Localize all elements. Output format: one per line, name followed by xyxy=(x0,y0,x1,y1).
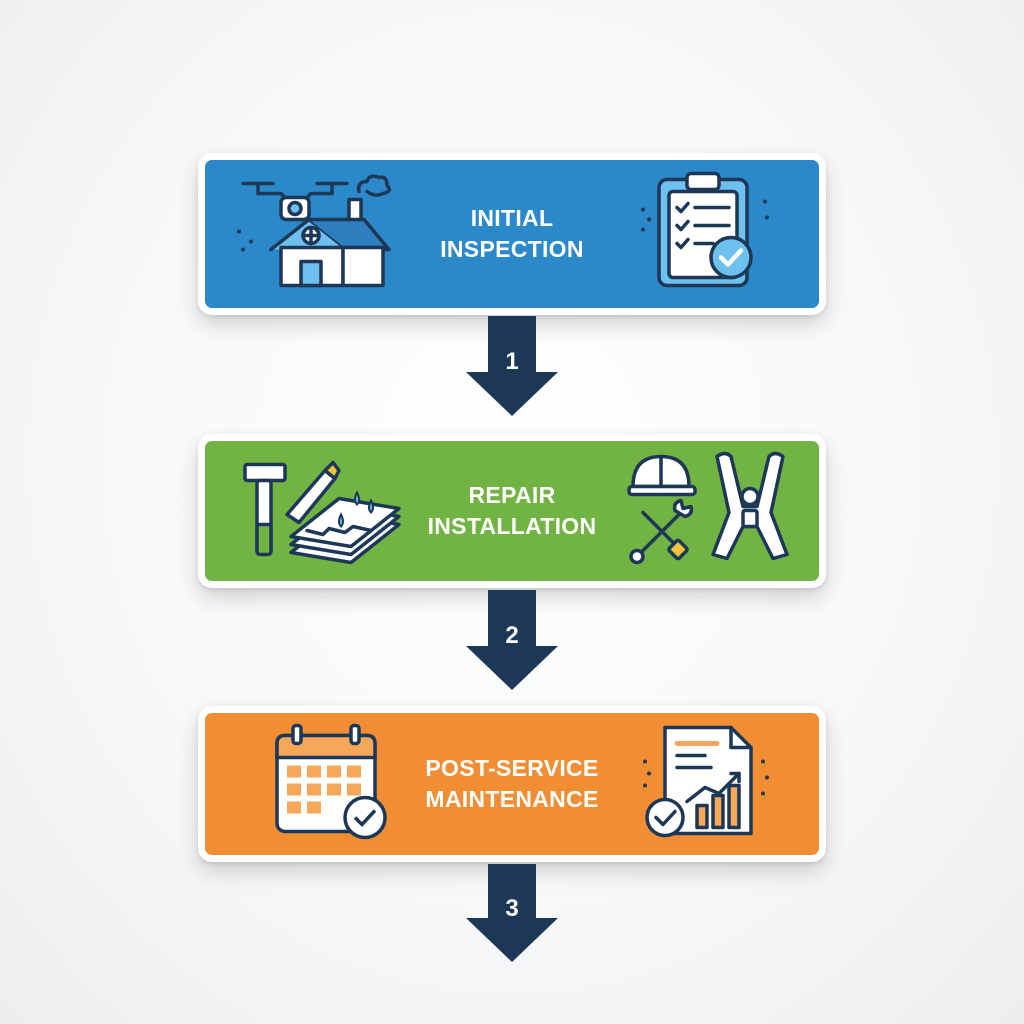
drone-house-icon xyxy=(229,172,409,297)
clipboard-check-icon xyxy=(635,171,775,297)
step-title: POST-SERVICE MAINTENANCE xyxy=(205,753,819,815)
step-card-initial-inspection: INITIAL INSPECTION xyxy=(198,153,826,315)
step-title: INITIAL INSPECTION xyxy=(205,203,819,265)
step-number: 3 xyxy=(505,895,519,922)
step-number: 2 xyxy=(505,622,519,649)
step-number: 1 xyxy=(505,348,519,375)
arrow-down-icon xyxy=(466,864,558,962)
step-card-repair-installation: REPAIR INSTALLATION xyxy=(198,434,826,588)
calendar-check-icon xyxy=(229,722,399,847)
report-chart-icon xyxy=(635,722,775,847)
step-title-line1: INITIAL xyxy=(470,205,554,231)
hammer-knife-shingles-icon xyxy=(229,449,409,574)
step-title-line2: INSTALLATION xyxy=(427,513,597,539)
step-title-line2: INSPECTION xyxy=(440,236,584,262)
step-title: REPAIR INSTALLATION xyxy=(205,480,819,542)
step-title-line1: POST-SERVICE xyxy=(425,755,599,781)
step-arrow-3: 3 xyxy=(466,864,558,962)
step-title-line2: MAINTENANCE xyxy=(425,786,599,812)
hardhat-tools-harness-icon xyxy=(627,447,789,576)
arrow-down-icon xyxy=(466,316,558,416)
arrow-down-icon xyxy=(466,590,558,690)
step-arrow-1: 1 xyxy=(466,316,558,416)
step-card-post-service-maintenance: POST-SERVICE MAINTENANCE xyxy=(198,706,826,862)
step-title-line1: REPAIR xyxy=(468,482,556,508)
step-arrow-2: 2 xyxy=(466,590,558,690)
